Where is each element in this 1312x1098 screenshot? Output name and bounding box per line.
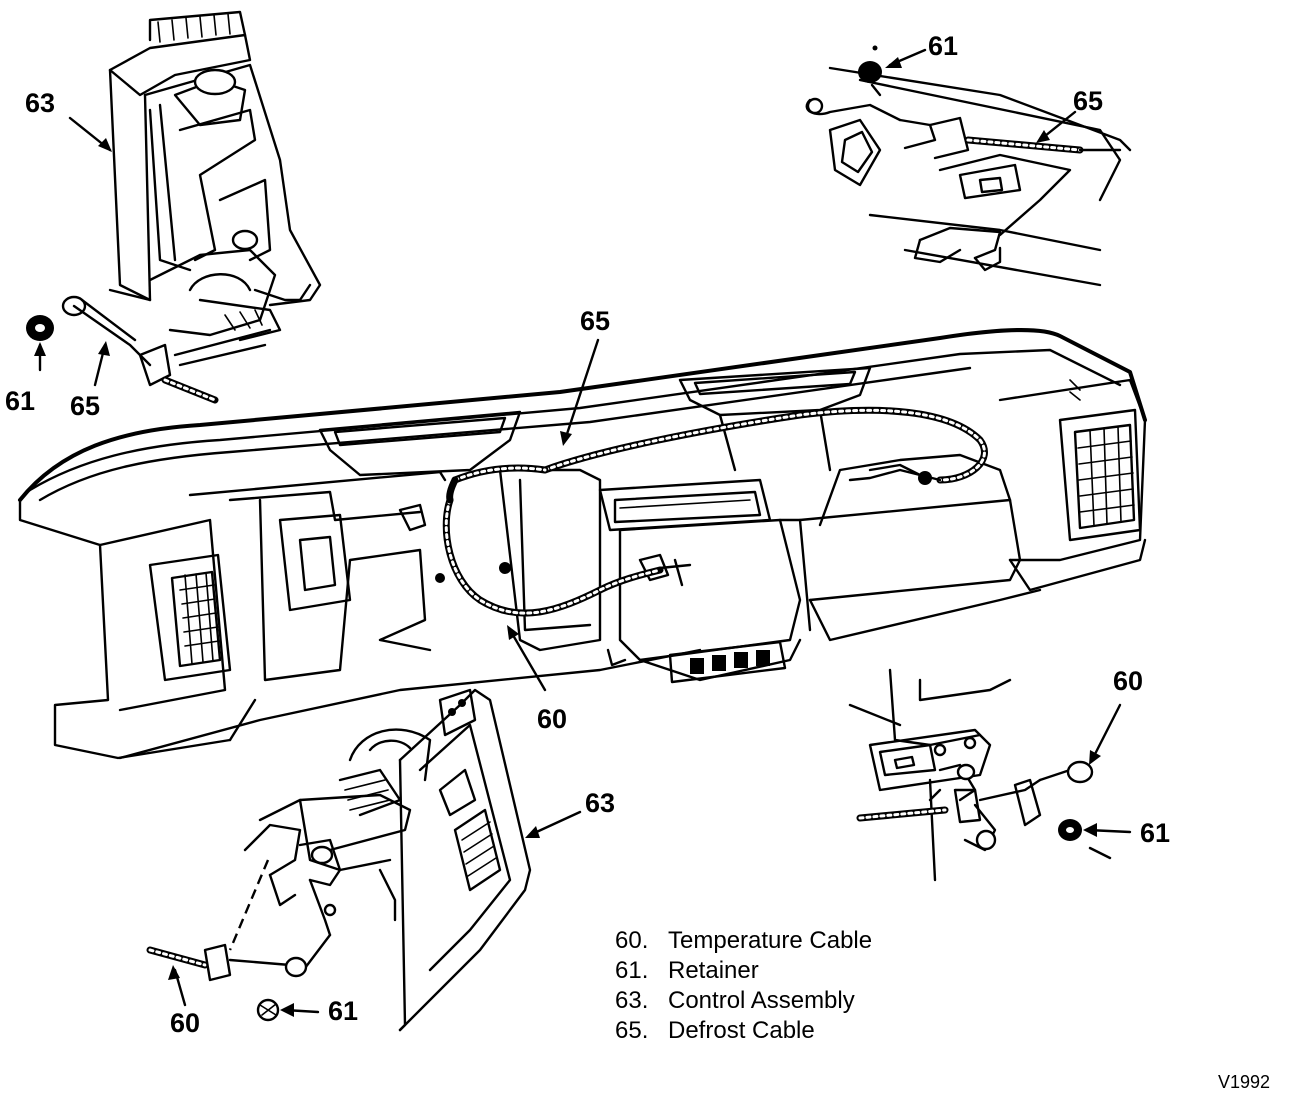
arrowhead-center-65 [560, 431, 572, 446]
legend-number: 61. [615, 957, 648, 984]
figure-code: V1992 [1218, 1072, 1270, 1092]
arrowhead-bottomleft-63 [525, 826, 540, 838]
callout-topright-61: 61 [928, 31, 958, 61]
callout-bottomright-60: 60 [1113, 666, 1143, 696]
legend-number: 63. [615, 987, 648, 1014]
legend-label: Defrost Cable [668, 1017, 815, 1044]
legend-number: 60. [615, 927, 648, 954]
heater-box-vents [668, 640, 787, 684]
callout-topleft-65: 65 [70, 391, 100, 421]
callout-bottomright-61: 61 [1140, 818, 1170, 848]
callout-bottomleft-63: 63 [585, 788, 615, 818]
legend-label: Control Assembly [668, 987, 855, 1014]
defrost-cable-on-panel [451, 406, 988, 485]
temperature-cable-detail-bottom-right [848, 668, 1112, 882]
leader-bottomright-60 [1090, 703, 1122, 762]
callout-topleft-61: 61 [5, 386, 35, 416]
callout-topright-65: 65 [1073, 86, 1103, 116]
arrowhead-bottomleft-61 [280, 1003, 294, 1017]
leader-center-65 [563, 338, 600, 442]
callout-topleft-63: 63 [25, 88, 55, 118]
callout-center-60: 60 [537, 704, 567, 734]
legend-label: Retainer [668, 957, 759, 984]
callout-bottomleft-61: 61 [328, 996, 358, 1026]
leader-center-60 [508, 628, 547, 692]
callout-bottomleft-60: 60 [170, 1008, 200, 1038]
instrument-panel-illustration [18, 328, 1147, 760]
temperature-cable-on-panel [442, 476, 664, 617]
arrowhead-center-60 [507, 625, 519, 640]
defrost-cable-detail-top-right [805, 45, 1132, 287]
arrowhead-topleft-63 [98, 138, 112, 152]
arrowhead-topright-65 [1036, 130, 1050, 143]
right-vent-grille [1073, 423, 1136, 530]
legend-label: Temperature Cable [668, 927, 872, 954]
leader-bottomleft-63 [528, 810, 582, 837]
arrowhead-topleft-65 [98, 341, 110, 356]
arrowhead-bottomleft-60 [168, 965, 180, 980]
arrowhead-topright-61 [885, 57, 902, 68]
left-vent-grille [170, 570, 222, 668]
arrowhead-bottomright-60 [1089, 750, 1101, 765]
arrowhead-bottomright-61 [1083, 823, 1097, 837]
legend: 60. Temperature Cable 61. Retainer 63. C… [615, 927, 872, 1044]
callout-center-65: 65 [580, 306, 610, 336]
control-assembly-detail-top-left [26, 10, 322, 404]
legend-number: 65. [615, 1017, 648, 1044]
control-assembly-detail-bottom-left [146, 688, 532, 1032]
arrowhead-topleft-61 [34, 342, 46, 356]
